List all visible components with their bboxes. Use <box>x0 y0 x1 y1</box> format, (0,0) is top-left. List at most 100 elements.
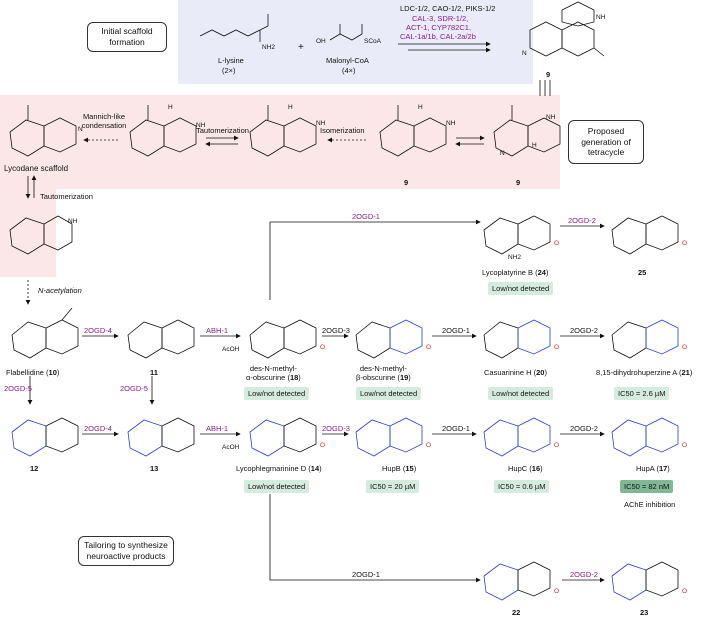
compound-12-structure <box>11 417 79 457</box>
tetracycle-panel <box>0 95 560 189</box>
enzyme-2ogd1-row3: 2OGD-1 <box>442 424 470 433</box>
name-25: 25 <box>638 268 647 277</box>
enzyme-2ogd2-row3: 2OGD-2 <box>570 424 598 433</box>
atom-h-9: H <box>532 142 537 149</box>
atom-nh2-lysine: NH2 <box>262 44 276 51</box>
name-24: Lycoplatyrine B (24) <box>482 268 549 277</box>
atom-n-9: N <box>500 150 505 157</box>
tautomerization-label-2: Tautomerization <box>40 192 93 201</box>
name-16: HupC (16) <box>508 464 543 473</box>
scaffold-formation-panel <box>178 0 533 84</box>
atom-o-19: O <box>426 344 432 351</box>
atom-o-17: O <box>682 442 688 449</box>
enzyme-2ogd2-row2: 2OGD-2 <box>570 326 598 335</box>
badge-24: Low/not detected <box>488 282 554 295</box>
enzyme-2ogd3-row2: 2OGD-3 <box>322 326 350 335</box>
badge-18: Low/not detected <box>244 387 310 400</box>
name-17: HupA (17) <box>636 464 670 473</box>
ache-label: AChE inhibition <box>624 500 676 509</box>
enzyme-2ogd2-bottom: 2OGD-2 <box>570 570 598 579</box>
enzyme-2ogd1-row2: 2OGD-1 <box>442 326 470 335</box>
atom-o-15: O <box>426 442 432 449</box>
atom-o-20: O <box>554 344 560 351</box>
enzymes-black: LDC-1/2, CAO-1/2, PIKS-1/2 <box>400 4 496 13</box>
name-21: 8,15-dihydrohuperzine A (21) <box>596 368 693 377</box>
badge-16: IC50 = 0.6 µM <box>494 480 550 493</box>
enzymes-purple-2: ACT-1, CYP782C1, <box>406 23 472 32</box>
flabellidine-structure <box>11 307 79 359</box>
tailoring-box: Tailoring to synthesize neuroactive prod… <box>78 536 174 566</box>
acoh-row2: AcOH <box>222 346 240 353</box>
compound-20-structure <box>483 319 551 359</box>
enzyme-2ogd5-mid: 2OGD-5 <box>120 384 148 393</box>
name-19: des-N-methyl-β-obscurine (19) <box>356 364 411 382</box>
compound-24-structure <box>483 215 551 255</box>
compound-9-number: 9 <box>546 70 551 79</box>
atom-nh-isomer: NH <box>446 120 456 127</box>
lycodane-structure <box>9 105 77 157</box>
enzyme-2ogd4-row3: 2OGD-4 <box>84 424 112 433</box>
atom-o-24: O <box>554 240 560 247</box>
compound-9-ring <box>529 21 563 57</box>
name-14: Lycophlegmarinine D (14) <box>236 464 322 473</box>
atom-h-isomer: H <box>418 104 423 111</box>
lysine-structure <box>199 25 269 37</box>
enzyme-2ogd1-bottom: 2OGD-1 <box>352 570 380 579</box>
tautomerization-label: Tautomerization <box>196 126 249 135</box>
badge-19: Low/not detected <box>356 387 422 400</box>
enzyme-2ogd1-top: 2OGD-1 <box>352 212 380 221</box>
compound-9-folded <box>493 105 561 157</box>
compound-9-label-pink-2: 9 <box>516 178 521 187</box>
compound-15-structure <box>355 417 423 457</box>
atom-nh-9: NH <box>546 114 556 121</box>
atom-o-14: O <box>320 442 326 449</box>
mannich-label: Mannich-like condensation <box>81 112 127 130</box>
atom-o-16: O <box>554 442 560 449</box>
atom-nh-tautomer: NH <box>316 120 326 127</box>
atom-o-18: O <box>320 344 326 351</box>
malonyl-count: (4×) <box>342 66 356 75</box>
scoa-atom: SCoA <box>364 38 381 45</box>
lysine-label: L-lysine <box>218 56 244 65</box>
compound-25-structure <box>611 215 679 255</box>
malonyl-label: Malonyl-CoA <box>326 56 369 65</box>
atom-nh-top9: NH <box>596 14 606 21</box>
malonyl-structure <box>329 33 363 41</box>
lycodane-tautomer-structure <box>9 215 73 255</box>
compound-11-structure <box>127 319 195 359</box>
compound-13-structure <box>127 417 195 457</box>
name-13: 13 <box>150 464 159 473</box>
plus-sign: + <box>298 42 304 53</box>
enzyme-abh1-row3: ABH-1 <box>206 424 229 433</box>
name-10: Flabellidine (10) <box>6 368 60 377</box>
enzyme-2ogd2-top: 2OGD-2 <box>568 216 596 225</box>
enzyme-2ogd4-row2: 2OGD-4 <box>84 326 112 335</box>
name-18: des-N-methyl-α-obscurine (18) <box>246 364 301 382</box>
isomer-intermediate <box>379 105 447 157</box>
isomerization-label: Isomerization <box>320 126 365 135</box>
badge-20: Low/not detected <box>488 387 554 400</box>
name-11: 11 <box>150 368 158 377</box>
compound-16-structure <box>483 417 551 457</box>
mannich-intermediate <box>129 105 197 157</box>
atom-nh2-24: NH2 <box>508 254 522 261</box>
atom-nh-mannich: NH <box>196 122 206 129</box>
compound-23-structure <box>611 561 679 601</box>
enzyme-2ogd5-left: 2OGD-5 <box>4 384 32 393</box>
atom-o-21: O <box>682 344 688 351</box>
compound-9-label-pink: 9 <box>404 178 409 187</box>
tautomer-intermediate <box>249 105 317 157</box>
atom-o-22: O <box>554 588 560 595</box>
atom-h-mannich: H <box>168 104 173 111</box>
atom-o-25: O <box>682 240 688 247</box>
acoh-row3: AcOH <box>222 444 240 451</box>
atom-n-lycodane: N <box>78 126 83 133</box>
atom-n-top9: N <box>522 50 527 57</box>
atom-o-23: O <box>682 588 688 595</box>
lysine-count: (2×) <box>222 66 236 75</box>
compound-22-structure <box>483 561 551 601</box>
compound-21-structure <box>611 319 679 359</box>
name-12: 12 <box>30 464 39 473</box>
compound-14-structure <box>249 417 317 457</box>
